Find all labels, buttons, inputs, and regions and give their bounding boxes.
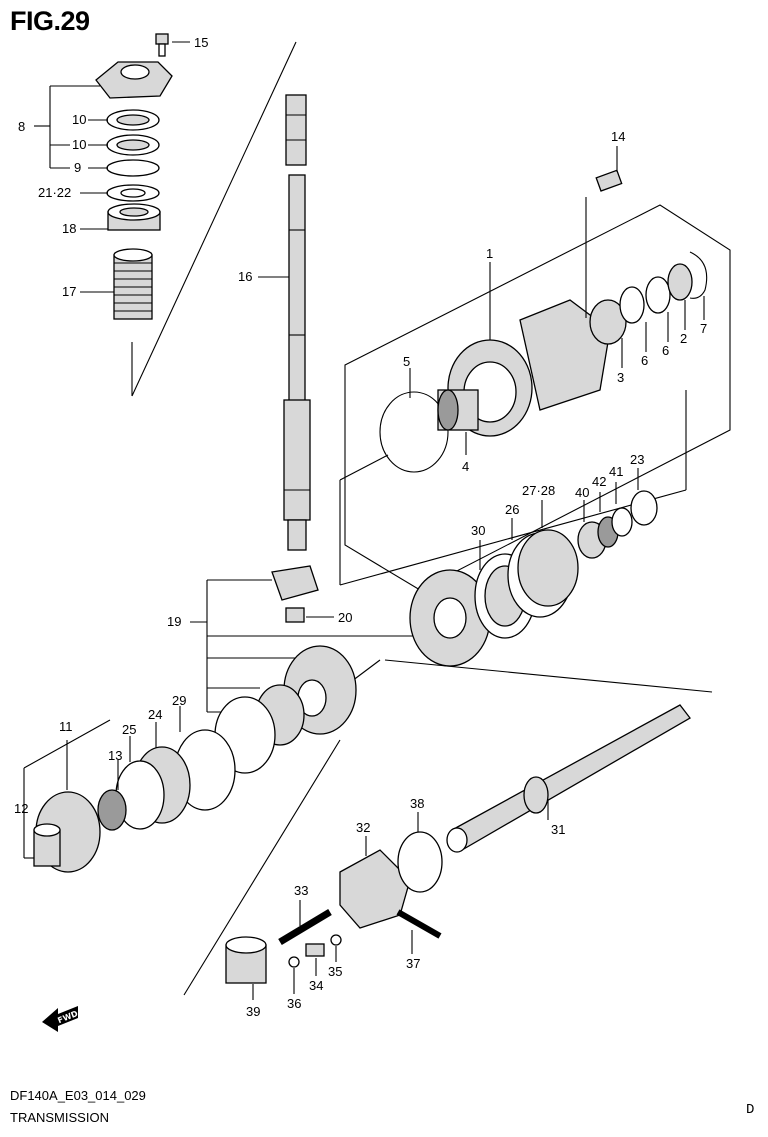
part-15-bolt <box>155 33 169 45</box>
part-23-washer <box>630 490 658 526</box>
callout-41: 41 <box>609 464 623 479</box>
callout-5: 5 <box>403 354 410 369</box>
upper-bearing-group: 8 10 10 9 21·22 18 17 15 <box>18 33 297 397</box>
part-35-ball <box>330 934 342 946</box>
part-6-seal-b <box>645 276 671 314</box>
callout-8: 8 <box>18 119 25 134</box>
callout-23: 23 <box>630 452 644 467</box>
callout-6a: 6 <box>641 353 648 368</box>
callout-39: 39 <box>246 1004 260 1019</box>
callout-33: 33 <box>294 883 308 898</box>
callout-9: 9 <box>74 160 81 175</box>
part-38-ring <box>397 831 443 893</box>
part-13-bearing <box>97 789 127 831</box>
callout-10b: 10 <box>72 137 86 152</box>
part-14-bolt <box>595 169 623 192</box>
callout-2: 2 <box>680 331 687 346</box>
callout-18: 18 <box>62 221 76 236</box>
part-2-oring <box>667 263 693 301</box>
callout-1: 1 <box>486 246 493 261</box>
callout-24: 24 <box>148 707 162 722</box>
forward-gear-group: 30 26 27·28 40 42 41 23 <box>409 452 658 667</box>
callout-34: 34 <box>309 978 323 993</box>
callout-42: 42 <box>592 474 606 489</box>
callout-4: 4 <box>462 459 469 474</box>
callout-31: 31 <box>551 822 565 837</box>
callout-19: 19 <box>167 614 181 629</box>
callout-32: 32 <box>356 820 370 835</box>
part-36-ball <box>288 956 300 968</box>
part-6-seal-a <box>619 286 645 324</box>
callout-26: 26 <box>505 502 519 517</box>
fwd-label: FWD <box>56 1009 79 1025</box>
part-5-oring <box>379 391 449 473</box>
callout-21-22: 21·22 <box>38 185 71 200</box>
bearing-housing-group: 14 1 5 4 3 6 6 2 7 <box>339 129 731 591</box>
callout-12: 12 <box>14 801 28 816</box>
callout-25: 25 <box>122 722 136 737</box>
callout-40: 40 <box>575 485 589 500</box>
callout-36: 36 <box>287 996 301 1011</box>
callout-7: 7 <box>700 321 707 336</box>
callout-14: 14 <box>611 129 625 144</box>
callout-35: 35 <box>328 964 342 979</box>
callout-38: 38 <box>410 796 424 811</box>
part-27-28-race <box>517 529 579 607</box>
part-15-shank <box>158 43 166 57</box>
reverse-gear-group: 11 12 13 25 24 29 <box>14 645 713 996</box>
callout-20: 20 <box>338 610 352 625</box>
callout-17: 17 <box>62 284 76 299</box>
part-8-case <box>95 61 173 99</box>
page-letter: D <box>746 1102 755 1118</box>
callout-15: 15 <box>194 35 208 50</box>
part-41-washer <box>611 507 633 537</box>
callout-37: 37 <box>406 956 420 971</box>
part-31-propeller-shaft <box>451 704 691 851</box>
part-20-nut <box>285 607 305 623</box>
propeller-shaft-group: 31 32 38 37 33 34 35 36 39 <box>225 704 691 1019</box>
part-16-drive-shaft: 16 <box>238 94 311 551</box>
callout-6b: 6 <box>662 343 669 358</box>
callout-16: 16 <box>238 269 252 284</box>
callout-11: 11 <box>59 719 73 734</box>
fwd-arrow-icon: FWD <box>42 1006 80 1032</box>
callout-3: 3 <box>617 370 624 385</box>
part-7-clip <box>689 251 708 299</box>
part-3-bearing <box>589 299 627 345</box>
callout-13: 13 <box>108 748 122 763</box>
pinion-gear <box>271 565 319 601</box>
diagram-code: DF140A_E03_014_029 <box>10 1088 146 1103</box>
callout-30: 30 <box>471 523 485 538</box>
part-34-spring <box>305 943 325 957</box>
part-9-oring <box>106 159 160 177</box>
callout-27-28: 27·28 <box>522 483 555 498</box>
callout-10a: 10 <box>72 112 86 127</box>
diagram-subtitle: TRANSMISSION <box>10 1110 109 1125</box>
callout-29: 29 <box>172 693 186 708</box>
figure-title: FIG.29 <box>10 6 90 36</box>
